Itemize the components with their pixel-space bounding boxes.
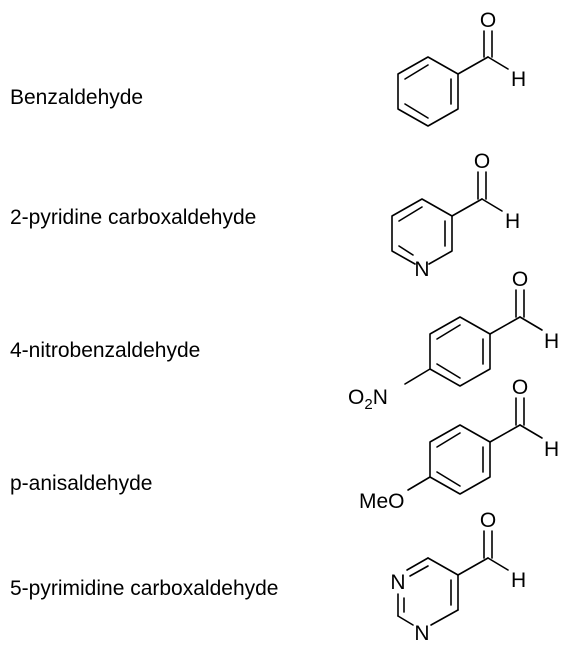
bond-ring-to-nitro [404,368,431,385]
structure-benzaldehyde: O H [397,9,526,127]
hydrogen-atom-label: H [505,210,520,233]
bond-to-hydrogen [519,316,543,331]
nitrogen-atom-label: N [414,258,429,281]
bond-to-hydrogen [487,557,509,571]
aromatic-double-bond [398,245,414,256]
bond-to-hydrogen [487,56,509,70]
hydrogen-atom-label: H [511,569,526,592]
bond-to-hydrogen [519,424,543,439]
aromatic-double-bond [404,103,429,119]
aromatic-double-bond [398,206,423,222]
bond-to-hydrogen [481,198,503,212]
aromatic-double-bond [436,432,461,448]
compound-name-pyridine-carboxaldehyde: 2-pyridine carboxaldehyde [10,206,257,229]
structure-anisaldehyde: O H MeO [359,376,559,513]
ring-bond [397,615,414,626]
bond-ring-to-carbonyl [457,557,489,576]
ring-bond [406,557,429,571]
nitro-group-label: O2N [348,386,388,413]
bond-ring-to-carbonyl [489,424,521,443]
bond-ring-to-methoxy [407,476,431,491]
oxygen-atom-label: O [512,376,528,399]
compound-name-nitrobenzaldehyde: 4-nitrobenzaldehyde [10,339,201,362]
bond-ring-to-carbonyl [451,198,483,217]
aromatic-double-bond [436,471,461,487]
pyridine-ring [391,198,453,265]
hydrogen-atom-label: H [511,68,526,91]
bond-ring-to-carbonyl [457,56,489,75]
oxygen-atom-label: O [480,509,496,532]
oxygen-atom-label: O [474,150,490,173]
compound-name-anisaldehyde: p-anisaldehyde [10,472,153,495]
aromatic-double-bond [409,565,429,577]
nitrogen-atom-label: N [414,622,429,645]
aromatic-double-bond [436,324,461,340]
ring-bond [427,557,459,576]
benzene-ring [397,56,459,127]
structure-nitrobenzaldehyde: O H O2N [348,268,559,413]
aromatic-double-bond [436,363,461,379]
structure-pyridine-carboxaldehyde: O H N [391,150,520,281]
oxygen-atom-label: O [512,268,528,291]
bond-ring-to-carbonyl [489,316,521,335]
structure-pyrimidine-carboxaldehyde: O H N N [390,509,526,645]
compound-name-pyrimidine-carboxaldehyde: 5-pyrimidine carboxaldehyde [10,577,279,600]
methoxy-group-label: MeO [359,490,405,513]
aromatic-double-bond [404,64,429,80]
nitrogen-atom-label: N [390,571,405,594]
hydrogen-atom-label: H [544,438,559,461]
hydrogen-atom-label: H [544,330,559,353]
oxygen-atom-label: O [480,9,496,32]
compound-name-benzaldehyde: Benzaldehyde [10,86,144,109]
benzene-ring [429,316,491,387]
ring-bond [430,609,459,626]
benzene-ring [429,424,491,495]
